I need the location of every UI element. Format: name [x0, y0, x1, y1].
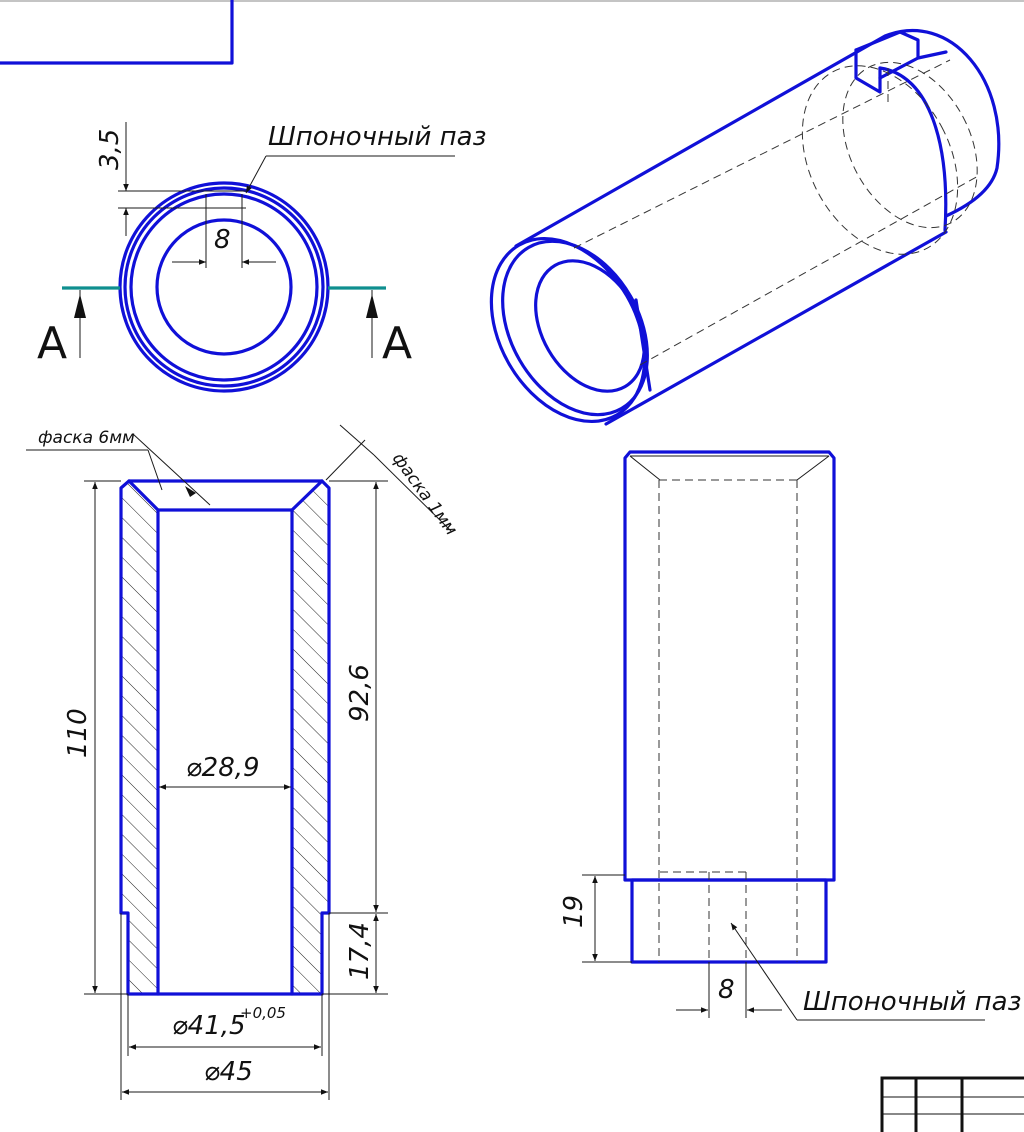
outer-circle	[118, 181, 330, 393]
sheet-frame	[0, 0, 1024, 65]
dim-height: 110	[63, 708, 93, 758]
dim-outer-diameter: ⌀45	[204, 1057, 253, 1087]
dim-lower: 17,4	[345, 922, 375, 980]
dim-step-diameter: ⌀41,5	[172, 1011, 246, 1041]
chamfer-right-label: фаска 1мм	[388, 449, 461, 539]
dim-inner-diameter: ⌀28,9	[186, 753, 260, 783]
leader-key-top: Шпоночный паз	[268, 122, 486, 152]
dim-key-width-front: 8	[718, 975, 735, 1005]
front-body	[623, 450, 836, 882]
dim-key-depth: 3,5	[95, 129, 125, 170]
section-label-left: А	[37, 318, 67, 369]
title-block	[880, 1076, 1024, 1132]
top-view: А А 3,5 8 Шпоночный паз	[37, 122, 486, 393]
inner-circle	[155, 218, 293, 356]
isometric-view	[489, 28, 1001, 426]
front-step	[630, 878, 828, 964]
front-view: 19 8 Шпоночный паз	[559, 450, 1021, 1021]
section-label-right: А	[382, 318, 412, 369]
dim-upper: 92,6	[345, 664, 375, 722]
dim-step-tolerance: +0,05	[240, 1004, 286, 1022]
chamfer-left-label: фаска 6мм	[38, 428, 135, 448]
section-view: фаска 6мм фаска 1мм 110 92,6 17,4 ⌀28,9	[26, 424, 461, 1100]
dim-step-front: 19	[559, 895, 589, 928]
leader-key-front: Шпоночный паз	[803, 987, 1021, 1017]
dim-key-width-top: 8	[214, 225, 231, 255]
